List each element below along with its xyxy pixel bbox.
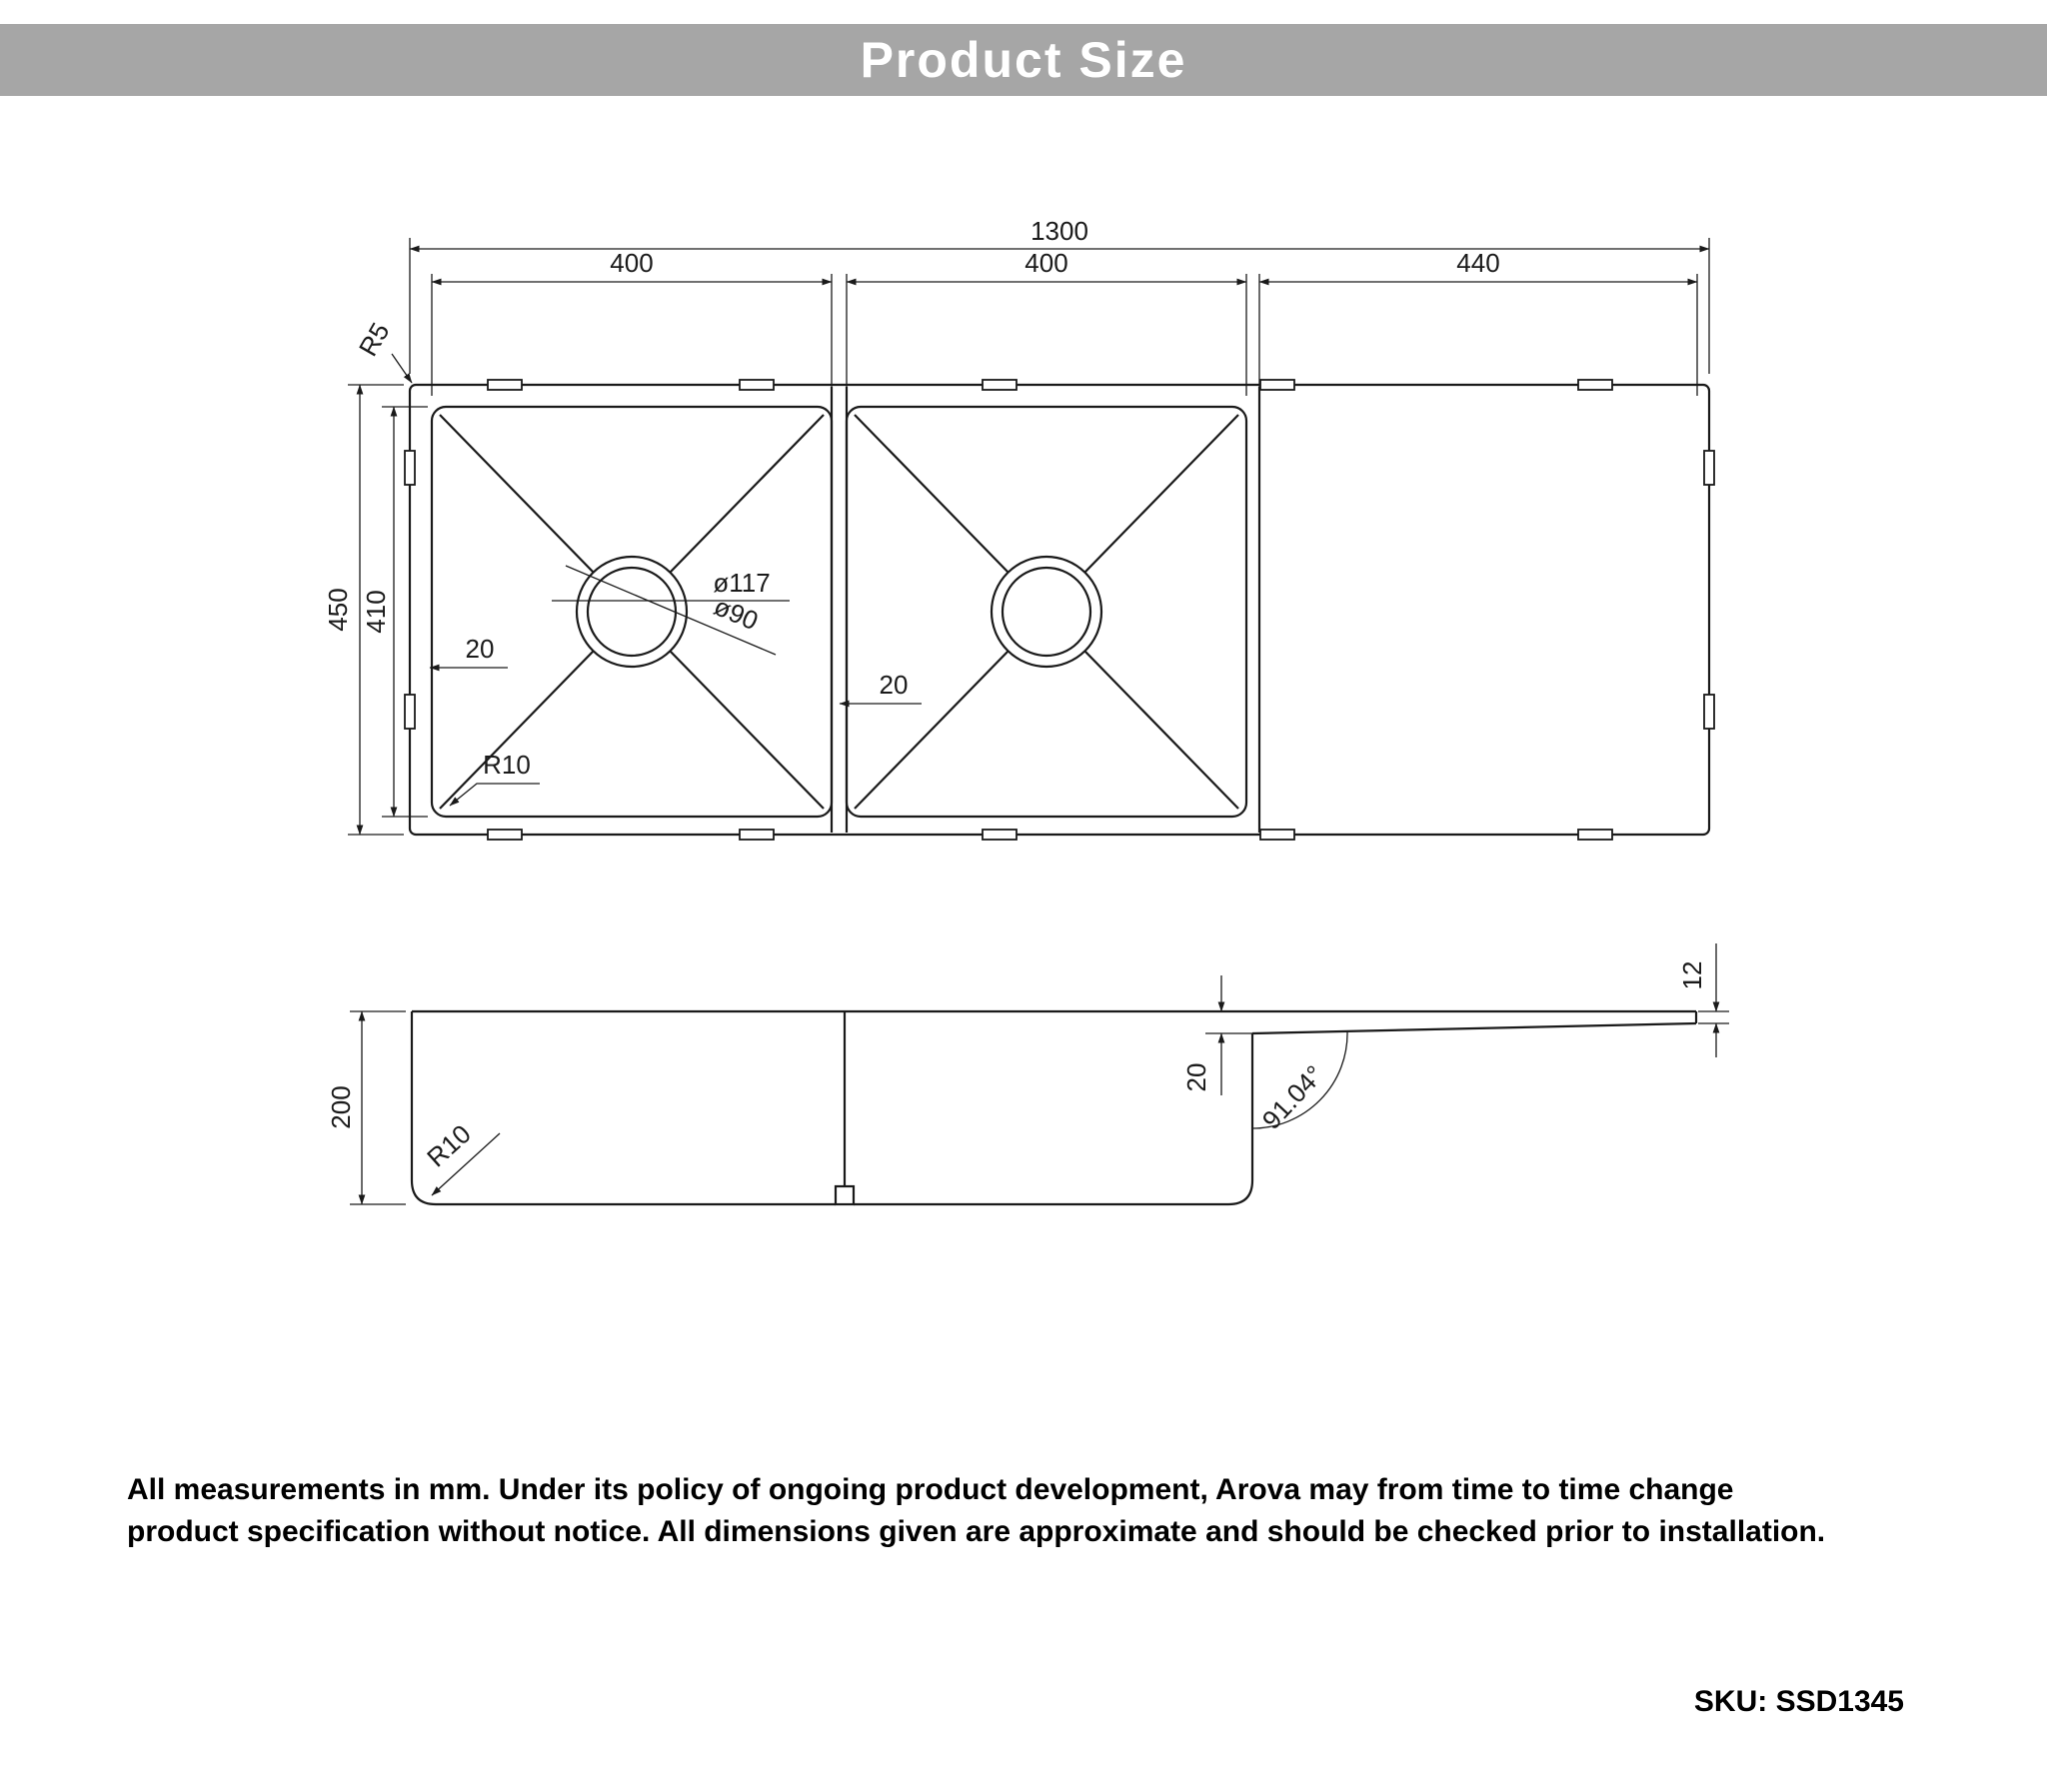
dim-bowl-height: 200 [326,1085,356,1128]
disclaimer-line-2: product specification without notice. Al… [127,1515,1826,1548]
label-bowl-corner-radius: R10 [483,750,531,780]
dim-overall-width: 1300 [1030,216,1088,246]
dim-bowl2-width: 400 [1024,248,1067,278]
label-drainer-angle: 91.04° [1256,1059,1329,1135]
label-rim-corner-radius: R5 [353,318,396,362]
dim-bowl1-width: 400 [610,248,653,278]
top-view: 1300 400 400 440 450 410 R5 ø117 ø90 20 … [323,216,1715,841]
top-view-dimension-lines [348,238,1710,836]
bowl-dividers [830,387,1261,833]
label-bowl1-wall-offset: 20 [466,634,495,664]
side-view-dimension-lines [350,943,1729,1205]
side-view: 200 R10 20 91.04° 12 [326,943,1729,1206]
drain-hole-1 [575,555,689,669]
dim-overall-depth: 450 [323,588,353,631]
header-bar: Product Size [0,24,2047,96]
disclaimer-text: All measurements in mm. Under its policy… [127,1469,1936,1553]
dim-bowl-depth: 410 [361,590,391,633]
sku-label: SKU: SSD1345 [1693,1685,1904,1718]
label-bowl2-wall-offset: 20 [880,670,909,700]
page-title: Product Size [860,32,1187,88]
drain-hole-2 [990,555,1103,669]
dim-drainer-thickness: 12 [1677,961,1707,990]
dim-drainer-drop: 20 [1181,1063,1211,1092]
label-drain-outer-dia: ø117 [713,568,770,598]
mounting-clips [404,379,1715,841]
sink-outline [408,383,1711,837]
side-profile [410,1009,1698,1206]
disclaimer-line-1: All measurements in mm. Under its policy… [127,1473,1734,1506]
dim-drainer-width: 440 [1456,248,1499,278]
label-bottom-corner-radius: R10 [421,1118,477,1172]
